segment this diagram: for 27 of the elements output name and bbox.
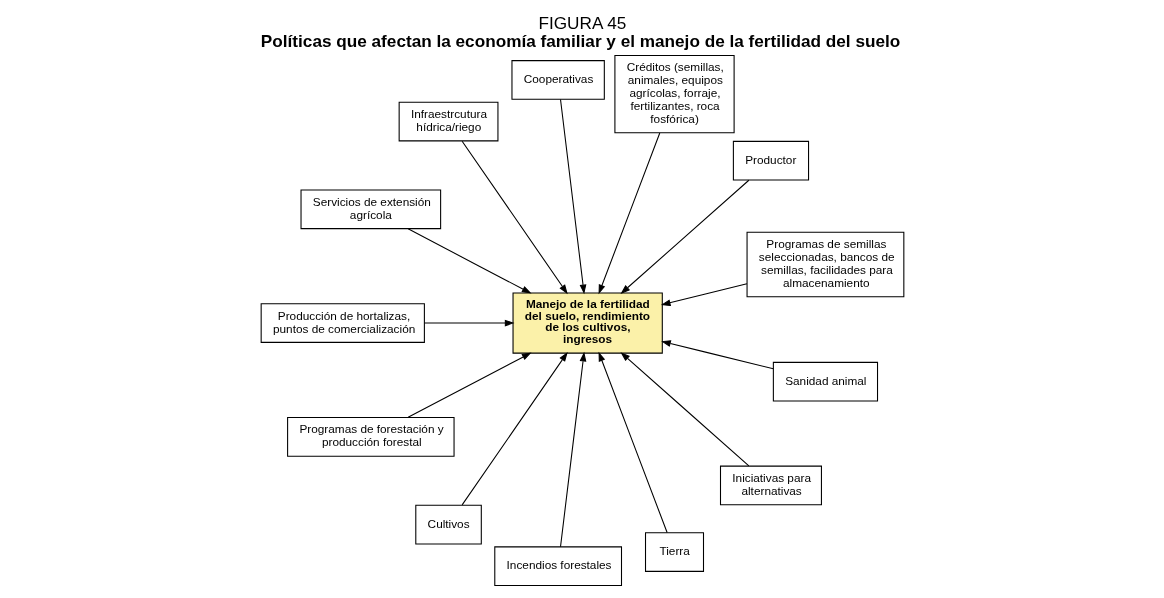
node-box: Programas de semillas seleccionadas, bancos de semillas, facilidades para almacenamiento xyxy=(746,231,904,298)
node-box: Créditos (semillas, animales, equipos agrícolas, forraje, fertilizantes, roca fosfórica) xyxy=(613,54,735,134)
node-box: Infraestrcutura hídrica/riego xyxy=(398,101,498,142)
node-box: Productor xyxy=(732,140,809,181)
arrow xyxy=(461,351,568,506)
node-box: Incendios forestales xyxy=(493,546,622,587)
node-box: Programas de forestación y producción forestal xyxy=(286,417,455,457)
node-box: Iniciativas para alternativas xyxy=(719,465,822,506)
arrow xyxy=(598,132,660,295)
arrow xyxy=(461,140,568,295)
node-box: Producción de hortalizas, puntos de comercialización xyxy=(260,303,425,343)
arrow xyxy=(620,352,749,467)
arrow xyxy=(620,179,749,294)
node-box: Sanidad animal xyxy=(772,361,878,402)
arrow xyxy=(423,319,514,327)
arrow xyxy=(598,351,668,534)
arrow xyxy=(407,352,532,418)
arrow xyxy=(660,283,747,306)
arrow xyxy=(559,98,586,295)
node-box: Cultivos xyxy=(414,504,482,545)
node-box: Tierra xyxy=(644,532,704,572)
node-box: Servicios de extensión agrícola xyxy=(300,189,441,230)
node-box: Cooperativas xyxy=(510,60,605,100)
arrow xyxy=(660,340,774,370)
arrow xyxy=(559,351,586,548)
node-box: Manejo de la fertilidad del suelo, rendimiento de los cultivos, ingresos xyxy=(512,292,663,354)
arrow xyxy=(407,228,532,294)
